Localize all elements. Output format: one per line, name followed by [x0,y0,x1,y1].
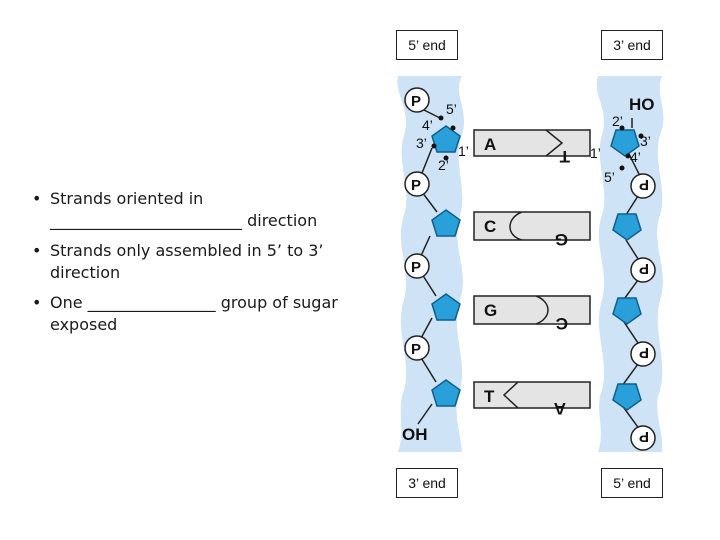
bullet-sugar-group: One ________________ group of sugar expo… [32,292,372,336]
left-sugar-1 [431,125,461,153]
base-pair-2-shape [473,211,591,241]
base-pair-4-right: A [554,399,566,418]
right-sugar-4 [612,383,642,411]
left-sugar-4 [431,379,461,407]
right-sugar-1 [610,129,640,157]
base-pair-1-left: A [484,135,496,154]
base-pair-3-right: C [556,314,568,333]
left-phosphate-3: P [411,259,421,276]
right-phosphate-1: P [639,176,649,193]
bullet-list: Strands oriented in ____________________… [32,188,372,344]
left-carbon-1: 1’ [458,143,469,159]
left-sugar-3 [431,293,461,321]
top-right-end-label: 3’ end [601,30,663,60]
left-sugar-2 [431,209,461,237]
bottom-right-end-label: 5’ end [601,468,663,498]
left-backbone-lines [417,107,441,425]
base-pair-2-left: C [484,217,496,236]
base-pair-1-right: T [559,147,570,166]
base-pairs: A T C G G C T A [473,129,591,418]
left-carbon-2: 2’ [438,157,449,173]
left-sugars [431,125,461,407]
left-carbon-5: 5’ [446,101,457,117]
bullet-orientation: Strands oriented in ____________________… [32,188,372,232]
left-carbon-3: 3’ [416,135,427,151]
left-carbon-4: 4’ [422,117,433,133]
top-left-end-label: 5’ end [396,30,458,60]
right-carbon-5: 5’ [604,169,615,185]
base-pair-1-shape [473,129,591,157]
right-phosphates: P P P P [630,173,656,451]
left-phosphates: P P P P [404,87,430,361]
base-pair-2-right: G [555,230,568,249]
base-pair-3-left: G [484,301,497,320]
right-phosphate-3: P [639,344,649,361]
left-phosphate-2: P [411,177,421,194]
right-phosphate-2: P [639,260,649,277]
right-sugar-2 [612,213,642,241]
right-carbon-4: 4’ [630,149,641,165]
base-pair-4-shape [473,381,591,409]
base-pair-4-left: T [484,387,495,406]
right-carbon-2: 2’ [612,113,623,129]
bullet-assembly: Strands only assembled in 5’ to 3’ direc… [32,240,372,284]
left-terminal-oh: OH [402,425,428,444]
right-phosphate-4: P [639,428,649,445]
carbon-dots [431,115,644,171]
right-sugars [610,129,642,411]
left-phosphate-4: P [411,341,421,358]
bottom-left-end-label: 3’ end [396,468,458,498]
right-carbon-3: 3’ [640,133,651,149]
base-pair-3-shape [473,295,591,325]
right-terminal-ho: HO [629,95,655,114]
right-sugar-3 [612,297,642,325]
left-phosphate-1: P [411,93,421,110]
right-carbon-1: 1’ [590,145,601,161]
